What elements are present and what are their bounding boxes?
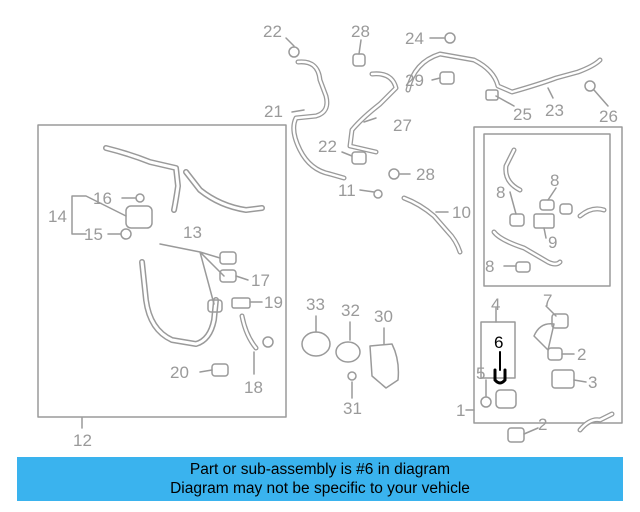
elbow-7 <box>533 323 555 351</box>
gasket-32 <box>335 341 361 363</box>
callout-18: 18 <box>244 378 263 397</box>
clamp-8-c <box>559 203 573 215</box>
connector-17 <box>231 297 251 309</box>
o-ring-15 <box>120 228 132 240</box>
hose-lower-right <box>577 411 615 433</box>
callout-1: 1 <box>456 401 465 420</box>
clamp-22-top <box>288 46 300 58</box>
callout-29: 29 <box>405 71 424 90</box>
clamp-7 <box>551 313 569 329</box>
coolant-hose-lower-left <box>139 259 219 347</box>
coolant-pipe-10 <box>401 195 463 255</box>
callout-30: 30 <box>374 307 393 326</box>
plug-20 <box>211 363 229 377</box>
callout-31: 31 <box>343 399 362 418</box>
assembly-box-right <box>473 126 623 424</box>
clamp-2-upper <box>547 347 563 361</box>
callout-7: 7 <box>543 291 552 310</box>
cap-24 <box>444 32 456 44</box>
clamp-28-top <box>352 53 366 67</box>
clamp-2-lower <box>507 427 525 443</box>
callout-28-mid: 28 <box>416 165 435 184</box>
callout-19: 19 <box>264 293 283 312</box>
callout-26: 26 <box>599 107 618 126</box>
callout-2-upper: 2 <box>577 345 586 364</box>
coolant-hose-upper-left <box>103 145 265 213</box>
callout-16: 16 <box>93 189 112 208</box>
callout-22-mid: 22 <box>318 137 337 156</box>
clamp-22-mid <box>351 151 367 165</box>
callout-14: 14 <box>48 207 67 226</box>
hose-18 <box>239 313 259 351</box>
housing-33 <box>301 331 331 357</box>
pipe-assembly-8-9 <box>491 147 607 267</box>
subassembly-box-upper-right <box>483 133 611 287</box>
callout-33: 33 <box>306 295 325 314</box>
tee-connector-9 <box>533 213 555 229</box>
coolant-pipe-23 <box>405 51 603 95</box>
part-6-highlight <box>493 351 507 385</box>
callout-20: 20 <box>170 363 189 382</box>
callout-28-top: 28 <box>351 22 370 41</box>
info-banner: Part or sub-assembly is #6 in diagram Di… <box>17 457 623 501</box>
clamp-13-a <box>219 251 237 265</box>
callout-32: 32 <box>341 301 360 320</box>
housing-4 <box>495 389 517 409</box>
callout-10: 10 <box>452 203 471 222</box>
callout-6: 6 <box>494 333 503 352</box>
callout-8-right: 8 <box>550 171 559 190</box>
connector-3 <box>551 369 575 389</box>
callout-27: 27 <box>393 116 412 135</box>
callout-8-lower: 8 <box>485 257 494 276</box>
clip-16 <box>135 193 145 203</box>
callout-12: 12 <box>73 431 92 450</box>
callout-23: 23 <box>545 101 564 120</box>
assembly-box-left <box>37 124 287 418</box>
callout-3: 3 <box>588 373 597 392</box>
clamp-8-b <box>539 199 555 211</box>
callout-15: 15 <box>84 225 103 244</box>
valve-25 <box>485 89 499 101</box>
callout-5: 5 <box>476 364 485 383</box>
callout-11: 11 <box>338 181 356 200</box>
bolt-11 <box>373 189 383 199</box>
banner-line-2: Diagram may not be specific to your vehi… <box>170 480 470 497</box>
callout-4: 4 <box>491 295 500 314</box>
callout-21: 21 <box>264 102 283 121</box>
banner-line-1: Part or sub-assembly is #6 in diagram <box>189 461 451 478</box>
thermostat-14 <box>125 205 153 229</box>
subassembly-box-6 <box>480 321 516 379</box>
coolant-hose-21 <box>291 59 347 181</box>
callout-17: 17 <box>251 271 270 290</box>
callout-24: 24 <box>405 29 424 48</box>
callout-9: 9 <box>548 233 557 252</box>
bolt-31 <box>347 371 357 381</box>
clamp-8-a <box>509 213 525 227</box>
callout-25: 25 <box>513 105 532 124</box>
callout-2-lower: 2 <box>538 415 547 434</box>
o-ring-5 <box>480 396 492 408</box>
callout-13: 13 <box>183 223 202 242</box>
callout-22-top: 22 <box>263 22 282 41</box>
callout-8-left: 8 <box>496 183 505 202</box>
clamp-19 <box>262 336 274 348</box>
flange-30 <box>369 343 400 389</box>
clamp-13-c <box>207 299 223 313</box>
sensor-26 <box>584 80 596 92</box>
clamp-13-b <box>219 269 237 283</box>
clamp-8-lower <box>515 261 531 273</box>
clamp-29 <box>439 71 455 85</box>
coolant-hose-27 <box>347 71 399 155</box>
sensor-28-mid <box>388 168 400 180</box>
